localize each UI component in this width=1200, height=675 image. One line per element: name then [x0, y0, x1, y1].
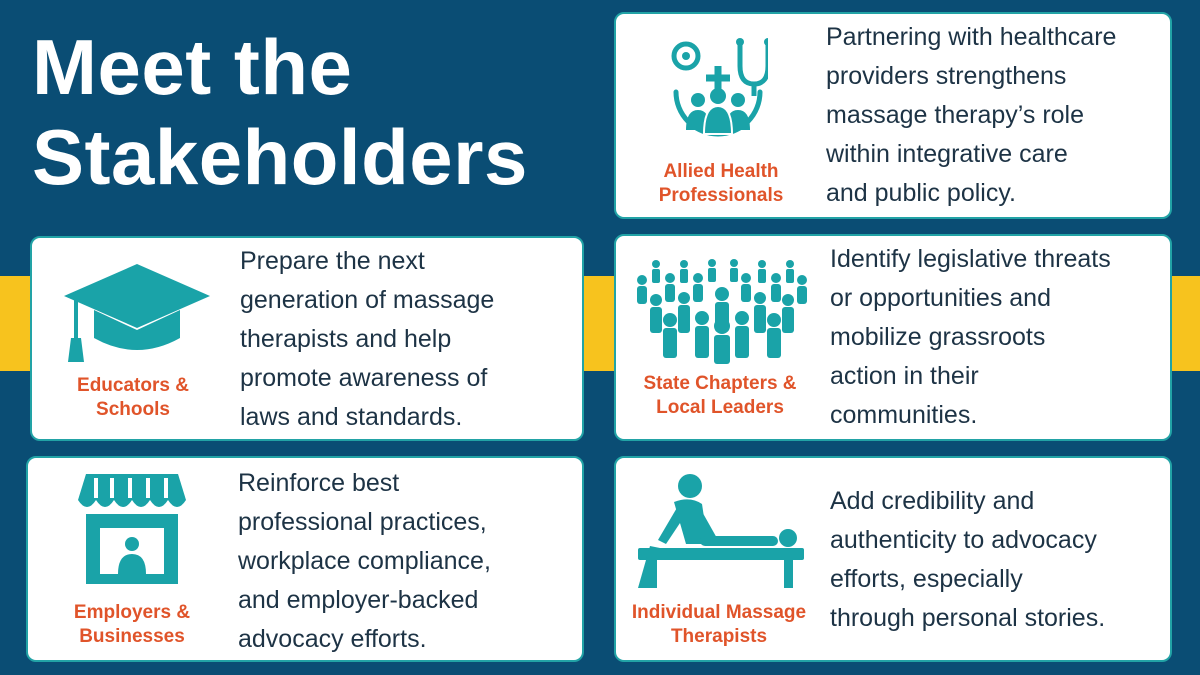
description-line: professional practices, [238, 508, 487, 536]
label-line: Schools [96, 399, 170, 420]
description-line: massage therapy’s role [826, 101, 1085, 129]
description-line: therapists and help [240, 325, 452, 353]
title-line-1: Meet the [32, 23, 353, 111]
description-line: Identify legislative threats [830, 245, 1111, 273]
description-line: and public policy. [826, 179, 1016, 207]
label-line: Local Leaders [656, 397, 784, 418]
stethoscope-people-icon [671, 38, 768, 137]
card-description: Identify legislative threats or opportun… [830, 240, 1111, 435]
description-line: authenticity to advocacy [830, 526, 1097, 554]
card-label: State Chapters & Local Leaders [616, 372, 824, 420]
label-line: State Chapters & [643, 373, 797, 394]
description-line: mobilize grassroots [830, 323, 1046, 351]
label-line: Businesses [79, 626, 185, 647]
card-description: Partnering with healthcare providers str… [826, 18, 1116, 213]
description-line: action in their [830, 362, 979, 390]
label-line: Individual Massage [631, 602, 807, 623]
massage-table-icon [638, 474, 804, 588]
label-line: Employers & [73, 602, 191, 623]
description-line: workplace compliance, [238, 547, 491, 575]
description-line: laws and standards. [240, 403, 463, 431]
description-line: Prepare the next [240, 247, 425, 275]
description-line: efforts, especially [830, 565, 1023, 593]
label-line: Allied Health [663, 161, 779, 182]
description-line: generation of massage [240, 286, 495, 314]
description-line: communities. [830, 401, 978, 429]
description-line: Add credibility and [830, 487, 1035, 515]
label-line: Educators & [77, 375, 189, 396]
storefront-icon [78, 474, 186, 584]
card-allied-health: Allied Health Professionals Partnering w… [614, 12, 1172, 219]
crowd-icon [637, 259, 807, 364]
description-line: Reinforce best [238, 469, 400, 497]
description-line: promote awareness of [240, 364, 488, 392]
card-label: Educators & Schools [32, 374, 234, 422]
description-line: and employer-backed [238, 586, 479, 614]
graduation-cap-icon [64, 264, 210, 362]
card-state-chapters: State Chapters & Local Leaders Identify … [614, 234, 1172, 441]
title-line-2: Stakeholders [32, 113, 528, 201]
card-massage-therapists: Individual Massage Therapists Add credib… [614, 456, 1172, 662]
card-label: Individual Massage Therapists [616, 601, 822, 649]
card-label: Allied Health Professionals [616, 160, 826, 208]
card-description: Add credibility and authenticity to advo… [830, 482, 1105, 638]
description-line: advocacy efforts. [238, 625, 427, 653]
description-line: providers strengthens [826, 62, 1067, 90]
description-line: or opportunities and [830, 284, 1051, 312]
card-label: Employers & Businesses [28, 601, 236, 649]
description-line: within integrative care [826, 140, 1068, 168]
card-description: Prepare the next generation of massage t… [240, 242, 494, 437]
label-line: Therapists [670, 626, 768, 647]
card-employers: Employers & Businesses Reinforce best pr… [26, 456, 584, 662]
card-description: Reinforce best professional practices, w… [238, 464, 491, 659]
page-title: Meet the Stakeholders [32, 22, 528, 202]
card-educators: Educators & Schools Prepare the next gen… [30, 236, 584, 441]
description-line: through personal stories. [830, 604, 1106, 632]
label-line: Professionals [658, 185, 784, 206]
description-line: Partnering with healthcare [826, 23, 1117, 51]
